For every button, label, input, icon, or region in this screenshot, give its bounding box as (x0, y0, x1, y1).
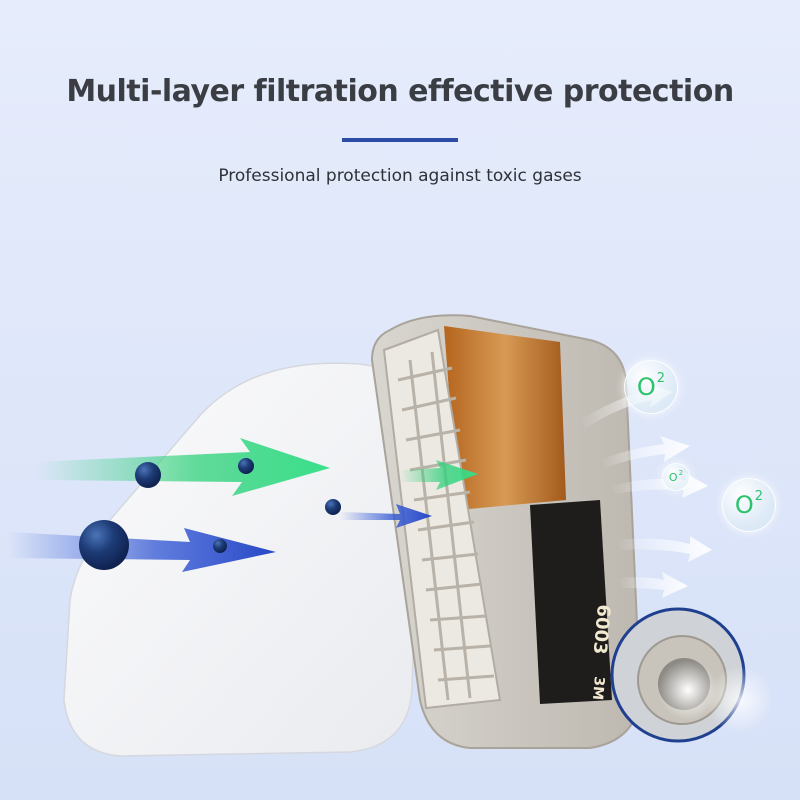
particle (213, 539, 227, 553)
cartridge-model: 6003 (589, 604, 614, 656)
cotton-filter-pad (63, 362, 421, 757)
page-subtitle: Professional protection against toxic ga… (218, 166, 582, 186)
particle (325, 499, 341, 515)
particle (238, 458, 254, 474)
exhale-valve-inset (610, 607, 774, 743)
green-airflow-arrow (36, 438, 330, 496)
filter-cartridge (370, 314, 642, 749)
cartridge-brand: 3M (589, 676, 607, 701)
green-airflow-arrow-inner (400, 460, 478, 490)
page-title: Multi-layer filtration effective protect… (66, 74, 734, 109)
blue-airflow-arrow (8, 528, 276, 572)
title-underline (342, 138, 458, 142)
particle (135, 462, 161, 488)
blue-airflow-arrow-inner (340, 504, 432, 528)
particle-large (79, 520, 129, 570)
